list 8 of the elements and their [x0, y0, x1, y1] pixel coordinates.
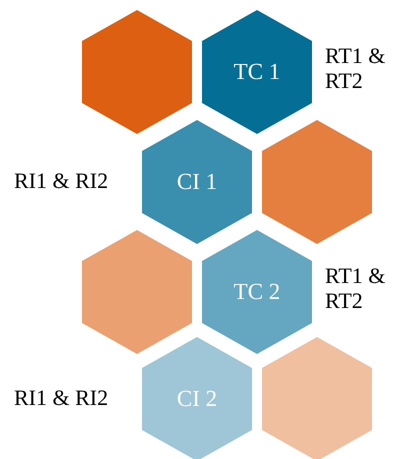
side-label: RT1 & RT2 [325, 43, 386, 94]
hexagon-label: TC 1 [234, 59, 280, 85]
hexagon-label: TC 2 [234, 279, 280, 305]
side-label: RT1 & RT2 [325, 263, 386, 314]
side-label: RI1 & RI2 [14, 168, 108, 194]
side-label: RI1 & RI2 [14, 385, 108, 410]
hexagon-label: CI 2 [176, 386, 218, 412]
hexagon-label: CI 1 [176, 169, 218, 195]
